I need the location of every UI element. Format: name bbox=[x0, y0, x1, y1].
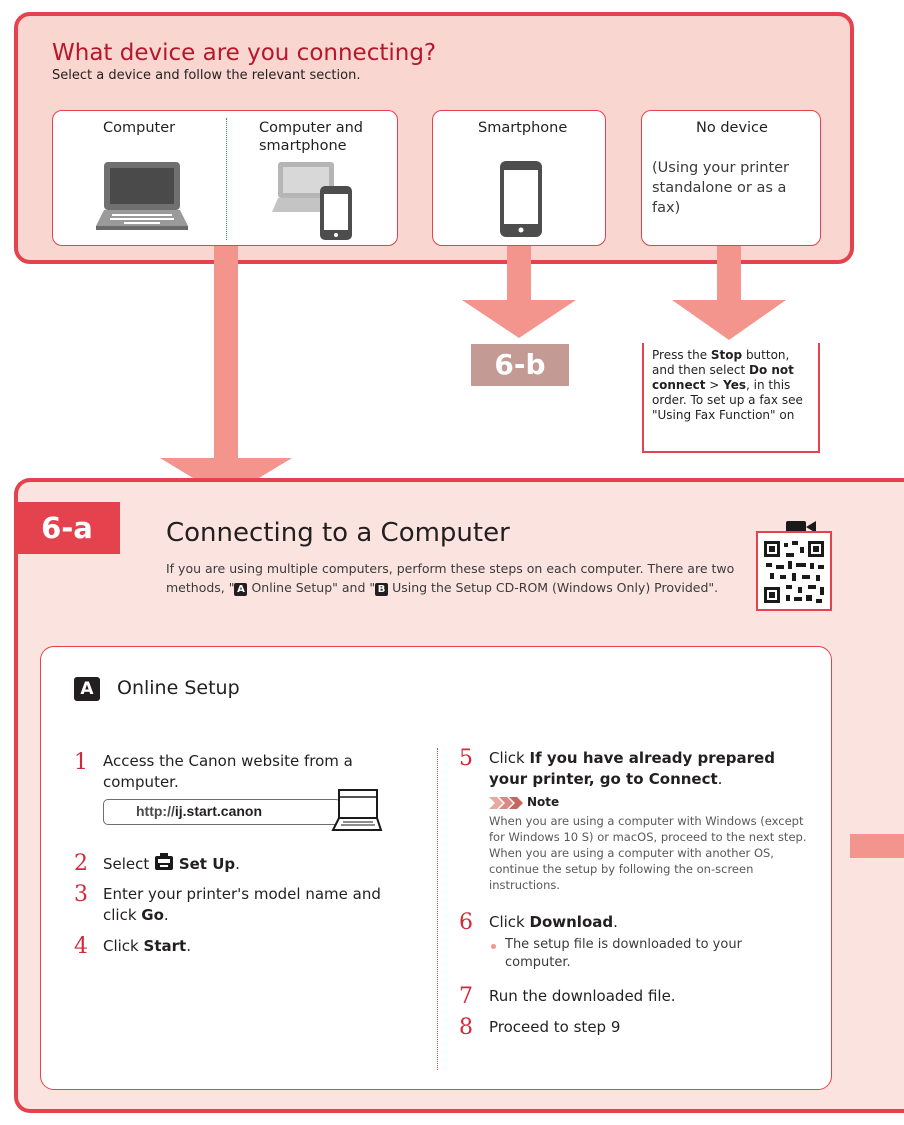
arrow-smartphone-stem bbox=[507, 246, 531, 302]
online-setup-title: Online Setup bbox=[117, 677, 240, 699]
bullet-dot bbox=[491, 944, 496, 949]
step-4-number: 4 bbox=[74, 934, 88, 959]
step-8-text: Proceed to step 9 bbox=[489, 1018, 621, 1036]
setup-icon bbox=[155, 853, 174, 870]
section-intro: If you are using multiple computers, per… bbox=[166, 561, 735, 596]
step-2-number: 2 bbox=[74, 851, 88, 876]
step-3-number: 3 bbox=[74, 882, 88, 907]
step-6-text: Click Download. bbox=[489, 913, 618, 931]
label-no-device: No device bbox=[696, 120, 768, 136]
step-8-number: 8 bbox=[459, 1015, 473, 1040]
note-label: Note bbox=[527, 795, 560, 809]
note-arrows-icon bbox=[489, 797, 523, 809]
step-6-bullet: The setup file is downloaded to your com… bbox=[505, 937, 742, 970]
step-6-number: 6 bbox=[459, 910, 473, 935]
column-divider bbox=[437, 748, 438, 1070]
label-smartphone: Smartphone bbox=[478, 120, 568, 136]
step-2-text: Select Set Up. bbox=[103, 853, 240, 873]
arrow-smartphone-head bbox=[462, 300, 576, 338]
page-title: What device are you connecting? bbox=[52, 40, 437, 66]
continue-arrow-stub bbox=[850, 834, 904, 858]
laptop-outline-icon bbox=[331, 789, 383, 831]
step-3-text: Enter your printer's model name and clic… bbox=[103, 885, 381, 924]
laptop-smartphone-icon bbox=[272, 162, 352, 240]
page-subtitle: Select a device and follow the relevant … bbox=[52, 68, 361, 83]
fax-note-box bbox=[642, 343, 820, 453]
step-5-text: Click If you have already prepared your … bbox=[489, 749, 775, 788]
step-5-number: 5 bbox=[459, 746, 473, 771]
section-title: Connecting to a Computer bbox=[166, 518, 510, 548]
laptop-icon bbox=[96, 162, 188, 230]
badge-6b[interactable]: 6-b bbox=[471, 344, 569, 386]
card-divider bbox=[226, 118, 227, 240]
step-1-number: 1 bbox=[74, 750, 88, 775]
badge-a-inline: A bbox=[234, 583, 248, 596]
step-7-number: 7 bbox=[459, 984, 473, 1009]
arrow-no-device-head bbox=[672, 300, 786, 340]
no-device-description: (Using your printer standalone or as a f… bbox=[652, 160, 790, 216]
arrow-computer-stem bbox=[214, 246, 238, 460]
card-no-device[interactable] bbox=[641, 110, 821, 246]
label-computer: Computer bbox=[103, 120, 176, 136]
step-1-text: Access the Canon website from a computer… bbox=[103, 752, 353, 791]
qr-code-icon[interactable] bbox=[756, 531, 832, 611]
smartphone-icon bbox=[500, 161, 542, 237]
badge-6a: 6-a bbox=[14, 502, 120, 554]
step-4-text: Click Start. bbox=[103, 937, 191, 955]
fax-note-text: Press the Stop button, and then select D… bbox=[652, 348, 803, 422]
online-setup-badge: A bbox=[74, 677, 100, 701]
label-computer-and-smartphone: Computer and smartphone bbox=[259, 120, 363, 154]
badge-b-inline: B bbox=[375, 583, 389, 596]
url-field[interactable]: http://ij.start.canon bbox=[103, 799, 341, 825]
arrow-no-device-stem bbox=[717, 246, 741, 302]
note-text: When you are using a computer with Windo… bbox=[489, 814, 807, 892]
step-7-text: Run the downloaded file. bbox=[489, 987, 676, 1005]
video-camera-icon bbox=[786, 521, 816, 533]
